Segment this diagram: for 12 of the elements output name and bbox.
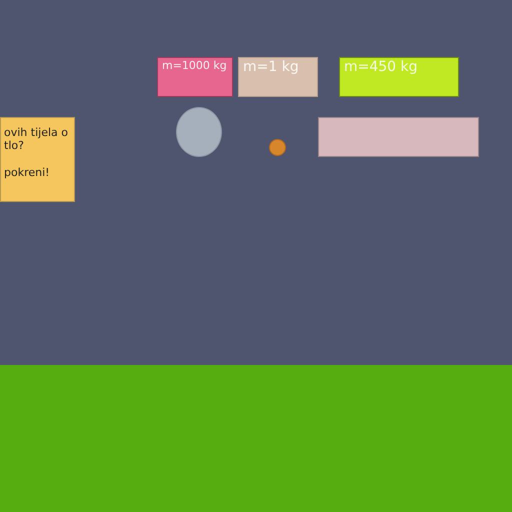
note-text: ovih tijela o tlo?: [4, 126, 69, 152]
mass-text: m=450 kg: [344, 59, 419, 75]
block: [318, 117, 479, 157]
small-ball: [269, 139, 286, 156]
note-text: pokreni!: [4, 166, 51, 179]
mass-text: m=1000 kg: [162, 59, 228, 72]
note-card: [0, 117, 75, 202]
mass-label: [339, 57, 459, 97]
mass-label: [238, 57, 318, 97]
mass-label: [157, 57, 233, 97]
mass-text: m=1 kg: [243, 59, 300, 75]
ball: [176, 107, 222, 157]
